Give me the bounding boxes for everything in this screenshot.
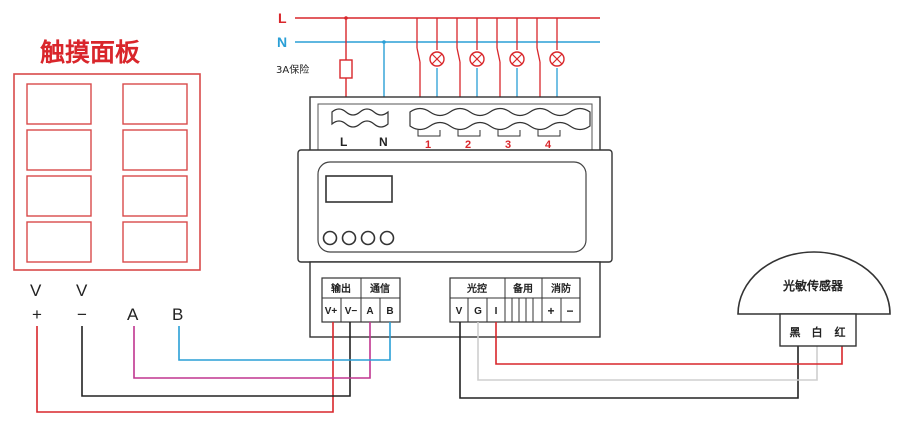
touch-key[interactable] [26,129,92,171]
lamp-channel-3 [496,18,525,108]
output-header: 输出 [331,282,351,295]
lcd-display [325,175,393,203]
sensor-wire-red-label: 红 [835,325,846,339]
touch-key[interactable] [122,129,188,171]
lamp-channel-2 [456,18,485,108]
mains-lines: L N [277,10,600,50]
touch-panel-title: 触摸面板 [40,38,140,67]
terminal-a-label: A [366,306,373,317]
supply-drops: 3A保险 [276,16,386,108]
terminal-g-label: G [474,306,482,317]
module-button[interactable] [360,230,376,246]
control-module: L N 1 2 3 4 输出 通信 V+ V− A [297,96,613,338]
channel-4-label: 4 [545,139,552,151]
wire-b [178,322,391,361]
wire-vplus [36,322,334,413]
sensor-wire-white-label: 白 [812,325,823,339]
lamp-channels [416,18,565,108]
live-label: L [278,10,287,26]
panel-wiring [36,322,391,413]
terminal-b-label: B [386,306,393,317]
spare-header: 备用 [512,282,533,295]
module-button[interactable] [341,230,357,246]
channel-1-label: 1 [425,139,431,151]
wire-black [459,322,799,399]
plus-label: + [32,305,42,324]
comm-b-label: B [172,305,183,324]
module-button[interactable] [379,230,395,246]
touch-key[interactable] [122,83,188,125]
touch-key[interactable] [122,221,188,263]
minus-label: − [77,305,87,324]
terminal-vminus-label: V− [345,306,358,317]
supply-v-pos-label: V [30,281,42,300]
terminal-fire-plus-label: + [547,304,554,318]
touch-panel: 触摸面板 V V + − A B [13,38,201,324]
terminal-block-ln: L N [331,108,389,149]
terminal-i-label: I [495,306,498,317]
terminal-l-label: L [340,135,347,149]
comm-header: 通信 [370,282,390,295]
supply-v-neg-label: V [76,281,88,300]
light-sensor: 光敏传感器 黑 白 红 [737,251,891,347]
lamp-channel-4 [536,18,565,108]
terminal-fire-minus-label: − [566,304,573,318]
light-header: 光控 [466,282,487,295]
wire-vminus [81,322,351,397]
terminal-vplus-label: V+ [325,306,338,317]
wire-white [477,322,818,381]
fuse-icon [339,59,353,79]
lamp-channel-1 [416,18,445,108]
touch-key[interactable] [26,221,92,263]
sensor-title: 光敏传感器 [782,278,844,293]
sensor-wire-black-label: 黑 [790,326,801,339]
sensor-wiring [459,322,843,399]
channel-3-label: 3 [505,139,511,151]
wire-a [133,322,371,379]
terminal-v-label: V [456,306,463,317]
terminal-block-channels: 1 2 3 4 [409,107,591,151]
terminal-block-output: 输出 通信 V+ V− A B [321,277,401,323]
neutral-label: N [277,34,287,50]
module-button[interactable] [322,230,338,246]
channel-2-label: 2 [465,139,471,151]
terminal-n-label: N [379,135,388,149]
touch-key[interactable] [122,175,188,217]
comm-a-label: A [127,305,139,324]
fire-header: 消防 [551,282,571,295]
touch-key[interactable] [26,83,92,125]
fuse-label: 3A保险 [276,63,309,76]
touch-key[interactable] [26,175,92,217]
wire-red [495,322,843,365]
terminal-block-sensor: 光控 备用 消防 V G I + − [449,277,581,323]
